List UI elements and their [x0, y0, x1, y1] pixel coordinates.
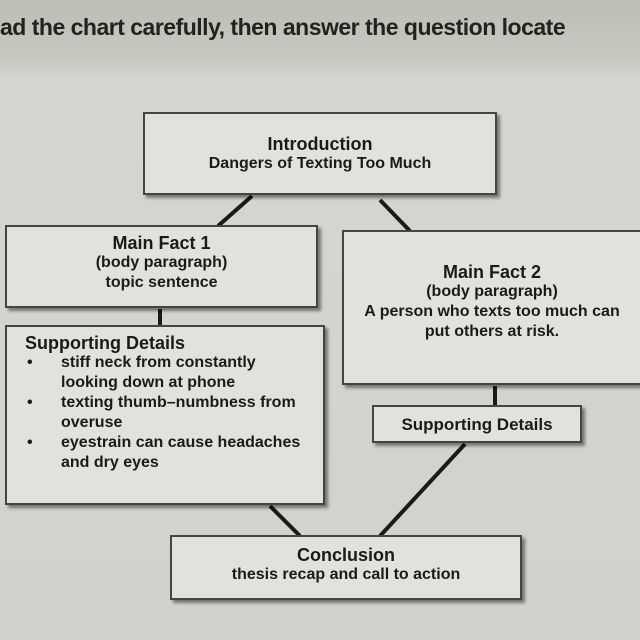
- main-fact-2-box: Main Fact 2 (body paragraph) A person wh…: [342, 230, 640, 385]
- supporting-details-2-title: Supporting Details: [401, 415, 553, 434]
- connector-details2-conclusion: [378, 442, 467, 538]
- connector-details1-conclusion: [268, 504, 302, 538]
- supporting-details-1-title: Supporting Details: [25, 333, 186, 353]
- instruction-text: ad the chart carefully, then answer the …: [0, 14, 566, 40]
- introduction-title: Introduction: [267, 134, 373, 154]
- main-fact-1-title: Main Fact 1: [112, 233, 211, 253]
- main-fact-2-line2: A person who texts too much can put othe…: [364, 303, 620, 340]
- main-fact-1-line2: topic sentence: [105, 274, 218, 291]
- list-item: eyestrain can cause headaches and dry ey…: [27, 433, 313, 473]
- connector-intro-fact1: [216, 194, 254, 228]
- conclusion-text: thesis recap and call to action: [231, 566, 461, 583]
- main-fact-1-box: Main Fact 1 (body paragraph) topic sente…: [5, 225, 318, 308]
- introduction-box: Introduction Dangers of Texting Too Much: [143, 112, 497, 195]
- conclusion-title: Conclusion: [297, 545, 395, 565]
- main-fact-2-line1: (body paragraph): [426, 283, 558, 300]
- supporting-details-1-list: stiff neck from constantly looking down …: [25, 353, 313, 473]
- list-item: texting thumb–numbness from overuse: [27, 393, 313, 433]
- connector-intro-fact2: [378, 198, 412, 233]
- list-item: stiff neck from constantly looking down …: [27, 353, 313, 393]
- main-fact-2-title: Main Fact 2: [442, 262, 542, 282]
- supporting-details-2-box: Supporting Details: [372, 405, 582, 443]
- introduction-text: Dangers of Texting Too Much: [208, 155, 432, 172]
- main-fact-1-line1: (body paragraph): [95, 254, 228, 271]
- conclusion-box: Conclusion thesis recap and call to acti…: [170, 535, 522, 600]
- supporting-details-1-box: Supporting Details stiff neck from const…: [5, 325, 325, 505]
